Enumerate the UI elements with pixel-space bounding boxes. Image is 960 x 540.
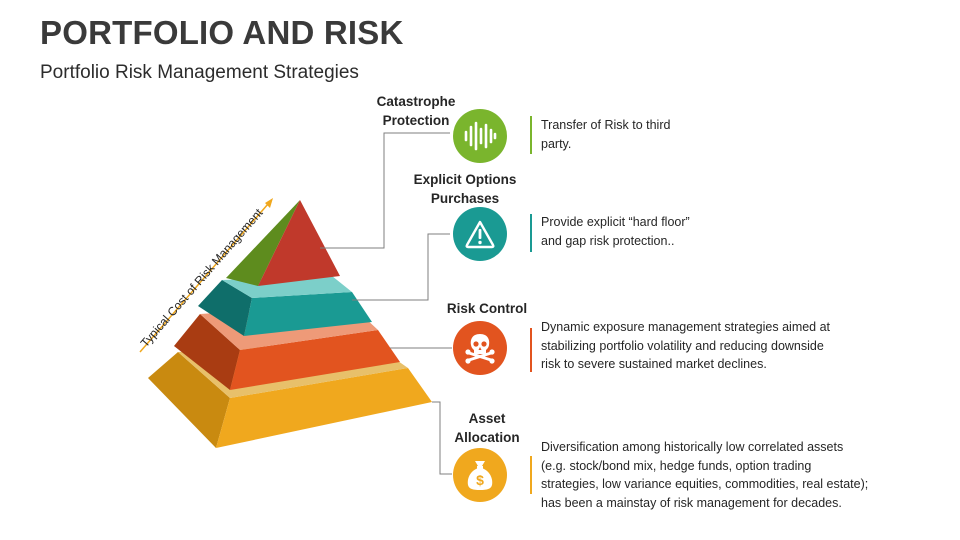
layer-title-line: Explicit Options <box>413 172 517 187</box>
svg-text:$: $ <box>476 472 484 488</box>
description-line: stabilizing portfolio volatility and red… <box>541 338 824 353</box>
description-asset-allocation: Diversification among historically low c… <box>541 438 901 512</box>
description-line: Dynamic exposure management strategies a… <box>541 320 831 334</box>
catastrophe-icon-badge <box>453 109 507 163</box>
cost-axis-arrow-line <box>139 203 269 353</box>
description-divider <box>530 214 532 252</box>
connector-catastrophe <box>320 132 450 249</box>
description-risk-control: Dynamic exposure management strategies a… <box>541 318 871 374</box>
layer-title-line: Protection <box>382 113 450 128</box>
money-bag-icon: $ <box>467 461 493 490</box>
explicit-options-icon-badge <box>453 207 507 261</box>
pyramid-layer-asset-allocation-front <box>216 368 432 448</box>
layer-title-line: Risk Control <box>446 301 528 316</box>
connector-asset-allocation <box>432 401 452 475</box>
description-divider <box>530 116 532 154</box>
description-line: strategies, low variance equities, commo… <box>541 477 869 491</box>
asset-allocation-icon-badge: $ <box>453 448 507 502</box>
connector-explicit-options <box>352 233 450 301</box>
description-catastrophe-protection: Transfer of Risk to third party. <box>541 116 841 153</box>
description-line: party. <box>541 136 572 151</box>
layer-title-explicit-options-purchases: Explicit Options Purchases <box>400 170 530 208</box>
description-line: Transfer of Risk to third <box>541 118 671 132</box>
description-line: Diversification among historically low c… <box>541 440 844 454</box>
risk-control-icon-badge <box>453 321 507 375</box>
layer-title-asset-allocation: Asset Allocation <box>432 409 542 447</box>
cost-axis-arrowhead <box>265 198 273 208</box>
pyramid-layer-catastrophe-side <box>226 200 300 286</box>
description-line: Provide explicit “hard floor” <box>541 215 690 229</box>
layer-title-line: Purchases <box>430 191 500 206</box>
pyramid-layer-risk-control-side <box>174 314 240 390</box>
description-line: risk to severe sustained market declines… <box>541 357 767 371</box>
skull-crossbones-icon <box>465 334 495 364</box>
description-divider <box>530 328 532 372</box>
layer-title-line: Allocation <box>454 430 520 445</box>
page-title: PORTFOLIO AND RISK <box>40 14 404 51</box>
layer-title-line: Catastrophe <box>376 94 456 109</box>
layer-title-risk-control: Risk Control <box>432 299 542 318</box>
description-line: and gap risk protection.. <box>541 233 675 248</box>
description-explicit-options-purchases: Provide explicit “hard floor” and gap ri… <box>541 213 841 250</box>
description-line: (e.g. stock/bond mix, hedge funds, optio… <box>541 458 812 473</box>
page-subtitle: Portfolio Risk Management Strategies <box>40 62 359 83</box>
layer-title-catastrophe-protection: Catastrophe Protection <box>358 92 474 130</box>
warning-icon <box>465 220 495 249</box>
pyramid-layer-explicit-options-front <box>244 292 372 336</box>
sound-wave-icon <box>464 121 497 151</box>
pyramid-layer-catastrophe-front <box>258 200 340 286</box>
description-line: has been a mainstay of risk management f… <box>541 495 842 510</box>
pyramid-layer-asset-allocation-side <box>148 352 230 448</box>
pyramid-layer-explicit-options-side <box>198 280 252 336</box>
layer-title-line: Asset <box>468 411 506 426</box>
description-divider <box>530 456 532 494</box>
pyramid-layer-risk-control-front <box>230 330 400 390</box>
